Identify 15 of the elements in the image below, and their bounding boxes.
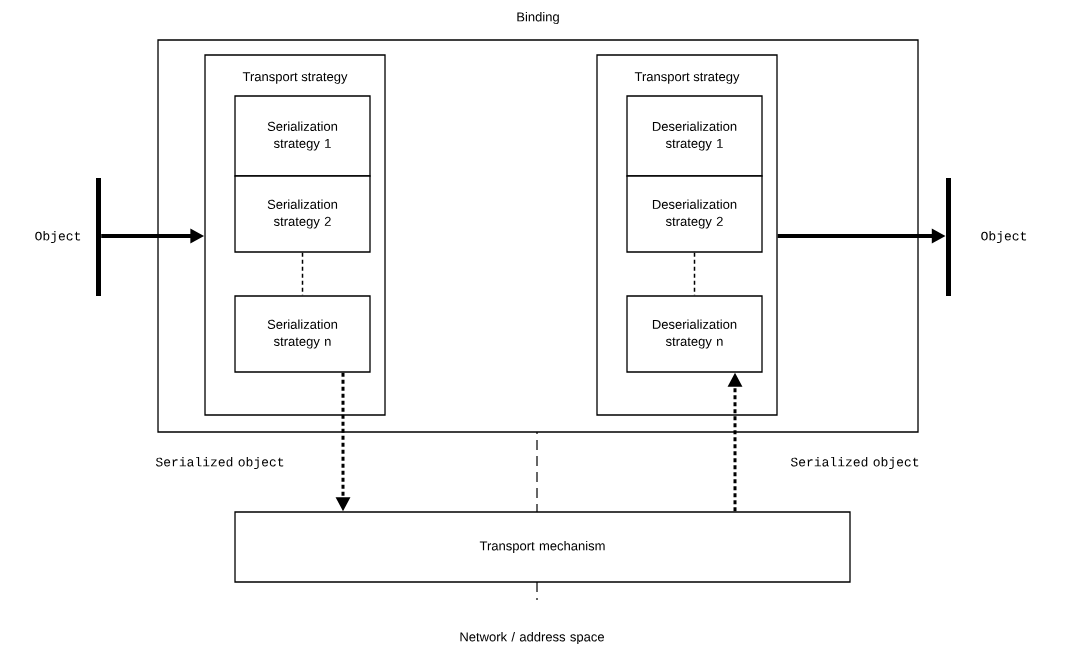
process-box: Serialization strategy 2 [234, 175, 371, 253]
process-box: Deserialization strategy 2 [626, 175, 763, 253]
text-label: Serialized object [790, 456, 919, 470]
bar-symbol [946, 178, 951, 296]
process-box: Serialization strategy 1 [234, 95, 371, 177]
text-label: Serialized object [155, 456, 284, 470]
process-box: Transport mechanism [234, 511, 851, 583]
object-label: Object [981, 230, 1027, 244]
node-label: Binding [517, 11, 559, 25]
text-label: Network / address space [460, 631, 604, 645]
process-box: Serialization strategy n [234, 295, 371, 373]
process-box: Deserialization strategy n [626, 295, 763, 373]
process-box: Deserialization strategy 1 [626, 95, 763, 177]
bar-symbol [96, 178, 101, 296]
object-label: Object [35, 230, 81, 244]
